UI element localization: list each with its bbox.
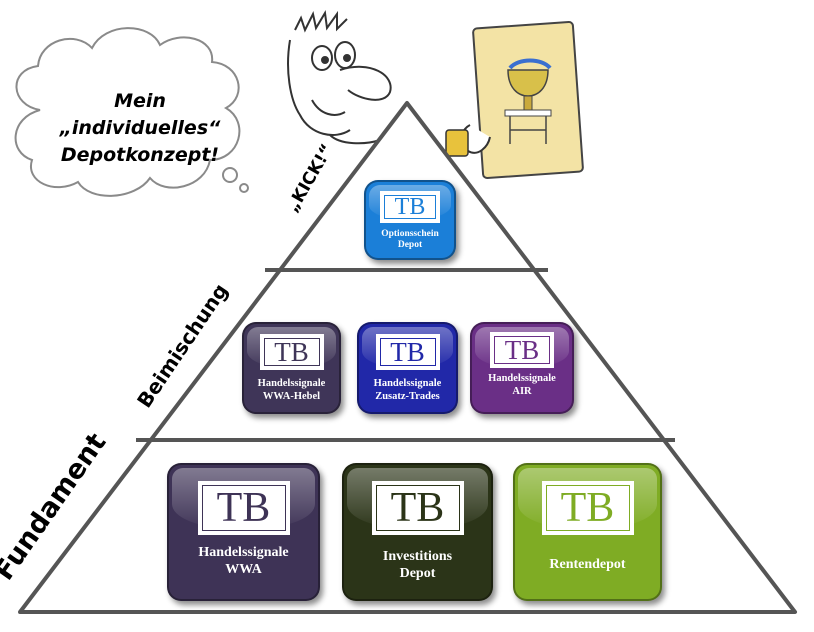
- tb-logo-icon: TB: [380, 191, 440, 223]
- tile-label-line1: Handelssignale: [373, 378, 442, 389]
- tile-handelssignale-air[interactable]: TB Handelssignale AIR: [470, 322, 574, 414]
- tile-rentendepot[interactable]: TB Rentendepot: [513, 463, 662, 601]
- thought-cloud-text: Mein „individuelles“ Depotkonzept!: [45, 88, 235, 169]
- tb-logo-icon: TB: [490, 332, 554, 368]
- tile-label-line2: WWA-Hebel: [262, 390, 321, 402]
- cloud-line-2: „individuelles“: [59, 117, 221, 139]
- tile-label-line1: Handelssignale: [198, 545, 289, 560]
- tile-label-line2: Zusatz-Trades: [375, 390, 440, 402]
- trophy-card-illustration: [445, 20, 584, 180]
- tile-label-line1: Handelssignale: [257, 378, 326, 389]
- tb-logo-icon: TB: [541, 481, 634, 535]
- thought-cloud: [14, 27, 249, 197]
- cloud-line-1: Mein: [114, 90, 166, 112]
- tile-label-line1: Optionsschein: [381, 229, 439, 239]
- tile-label-line2: WWA: [225, 561, 262, 577]
- tb-logo-icon: TB: [371, 481, 464, 535]
- tile-label-line1: Handelssignale: [488, 373, 556, 384]
- tile-handelssignale-wwa-hebel[interactable]: TB Handelssignale WWA-Hebel: [242, 322, 341, 414]
- tb-logo-icon: TB: [259, 334, 324, 370]
- tile-optionsschein-depot[interactable]: TB Optionsschein Depot: [364, 180, 456, 260]
- cartoon-man-illustration: [287, 10, 392, 145]
- tile-label-line1: Investitions: [382, 549, 453, 564]
- tb-logo-icon: TB: [197, 481, 290, 535]
- tile-label-line2: Depot: [397, 240, 423, 251]
- tb-logo-icon: TB: [375, 334, 440, 370]
- tile-handelssignale-wwa[interactable]: TB Handelssignale WWA: [167, 463, 320, 601]
- tile-handelssignale-zusatz-trades[interactable]: TB Handelssignale Zusatz-Trades: [357, 322, 458, 414]
- tile-label-line1: Rentendepot: [549, 557, 626, 572]
- tile-label-line2: Depot: [399, 565, 436, 581]
- tile-label-line2: AIR: [512, 385, 532, 397]
- cloud-line-3: Depotkonzept!: [60, 144, 220, 166]
- tile-investitions-depot[interactable]: TB Investitions Depot: [342, 463, 493, 601]
